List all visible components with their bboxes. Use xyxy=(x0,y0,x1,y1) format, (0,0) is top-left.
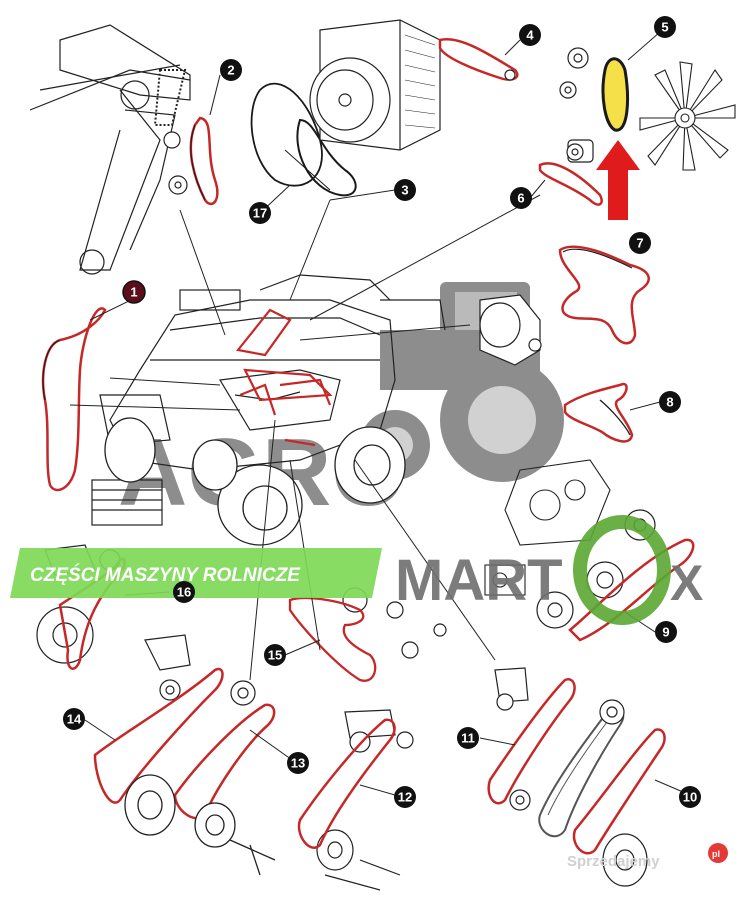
belt-10 xyxy=(572,728,666,855)
callout-5: 5 xyxy=(654,16,676,38)
combine-internal-belts xyxy=(235,308,333,447)
callout-number: 3 xyxy=(401,183,408,198)
elevator-arm xyxy=(29,24,191,275)
callout-3: 3 xyxy=(394,179,416,201)
callout-number: 16 xyxy=(177,585,191,600)
pulley-13-top xyxy=(230,680,256,706)
pulley-4 xyxy=(504,69,516,81)
belt-17 xyxy=(250,82,323,187)
compressor xyxy=(566,139,594,163)
belt-15 xyxy=(288,596,377,682)
belt-14 xyxy=(93,667,224,804)
callout-16: 16 xyxy=(173,581,195,603)
callout-17: 17 xyxy=(249,202,271,224)
watermark-mart-text: MART xyxy=(395,548,563,613)
belt-12 xyxy=(297,718,396,849)
callout-4: 4 xyxy=(519,24,541,46)
callout-11: 11 xyxy=(457,727,479,749)
callout-10: 10 xyxy=(679,786,701,808)
site-badge-icon xyxy=(708,843,728,863)
site-watermark: Sprzedajemy pl xyxy=(567,843,728,870)
callout-number: 15 xyxy=(268,648,282,663)
callout-badge xyxy=(249,202,271,224)
callout-badge xyxy=(655,621,677,643)
pulleys-5 xyxy=(559,47,589,99)
callout-6: 6 xyxy=(510,187,532,209)
callout-badge xyxy=(654,16,676,38)
combine-wheels xyxy=(104,417,406,546)
belt-13 xyxy=(173,703,276,820)
callout-badge xyxy=(679,786,701,808)
callout-badge xyxy=(220,59,242,81)
callout-15: 15 xyxy=(264,644,286,666)
site-suffix: pl xyxy=(712,849,720,859)
pulley-small-2 xyxy=(163,131,188,195)
callout-2: 2 xyxy=(220,59,242,81)
callout-12: 12 xyxy=(394,786,416,808)
assembly-11 xyxy=(494,667,531,811)
belt-11 xyxy=(487,678,576,805)
red-arrow-icon xyxy=(596,140,640,220)
callout-badge xyxy=(394,179,416,201)
leader-lines xyxy=(69,31,691,796)
radiator-unit xyxy=(309,19,441,151)
callout-number: 6 xyxy=(517,191,524,206)
elevator-chain xyxy=(153,69,187,126)
banner: CZĘŚCI MASZYNY ROLNICZE xyxy=(10,548,382,598)
callout-14: 14 xyxy=(63,708,85,730)
callout-1: 1 xyxy=(122,280,146,304)
callout-badge xyxy=(519,24,541,46)
callout-badge xyxy=(173,581,195,603)
callout-number: 10 xyxy=(683,790,697,805)
callout-number: 9 xyxy=(662,625,669,640)
callout-number: 13 xyxy=(291,756,305,771)
callout-number: 2 xyxy=(227,63,234,78)
callout-badge xyxy=(629,232,651,254)
callout-badge xyxy=(659,391,681,413)
big-pulley-14 xyxy=(124,774,276,876)
callout-number: 7 xyxy=(636,236,643,251)
callout-badge xyxy=(457,727,479,749)
assembly-12 xyxy=(316,709,414,891)
callout-badge xyxy=(63,708,85,730)
watermark-mart: MART X xyxy=(395,515,703,625)
watermark-x-text: X xyxy=(670,555,703,611)
callout-number: 8 xyxy=(666,395,673,410)
callout-number: 5 xyxy=(661,20,668,35)
belt-1 xyxy=(41,307,107,492)
belt-7 xyxy=(558,245,650,345)
callout-8: 8 xyxy=(659,391,681,413)
callout-13: 13 xyxy=(287,752,309,774)
banner-text: CZĘŚCI MASZYNY ROLNICZE xyxy=(30,564,301,586)
callout-number: 17 xyxy=(253,206,267,221)
callout-badge xyxy=(394,786,416,808)
gray-belt-10 xyxy=(538,708,625,838)
alternator xyxy=(479,294,542,366)
belt-4 xyxy=(438,37,519,81)
belt-8 xyxy=(563,382,634,443)
callout-7: 7 xyxy=(629,232,651,254)
callout-number: 11 xyxy=(461,731,475,746)
callout-9: 9 xyxy=(655,621,677,643)
callout-badge xyxy=(510,187,532,209)
belt-2 xyxy=(189,116,219,206)
callout-number: 1 xyxy=(130,285,137,300)
callout-badge xyxy=(287,752,309,774)
callout-number: 4 xyxy=(526,28,534,43)
belt-5 xyxy=(601,57,630,132)
callout-badge xyxy=(122,280,146,304)
fan-icon xyxy=(639,61,736,171)
callout-number: 12 xyxy=(398,790,412,805)
callout-number: 14 xyxy=(67,712,82,727)
callout-badge xyxy=(264,644,286,666)
site-name: Sprzedajemy xyxy=(567,853,660,870)
pulleys-10 xyxy=(599,699,648,887)
tensioner-14 xyxy=(144,634,191,701)
belt-6 xyxy=(538,162,603,206)
